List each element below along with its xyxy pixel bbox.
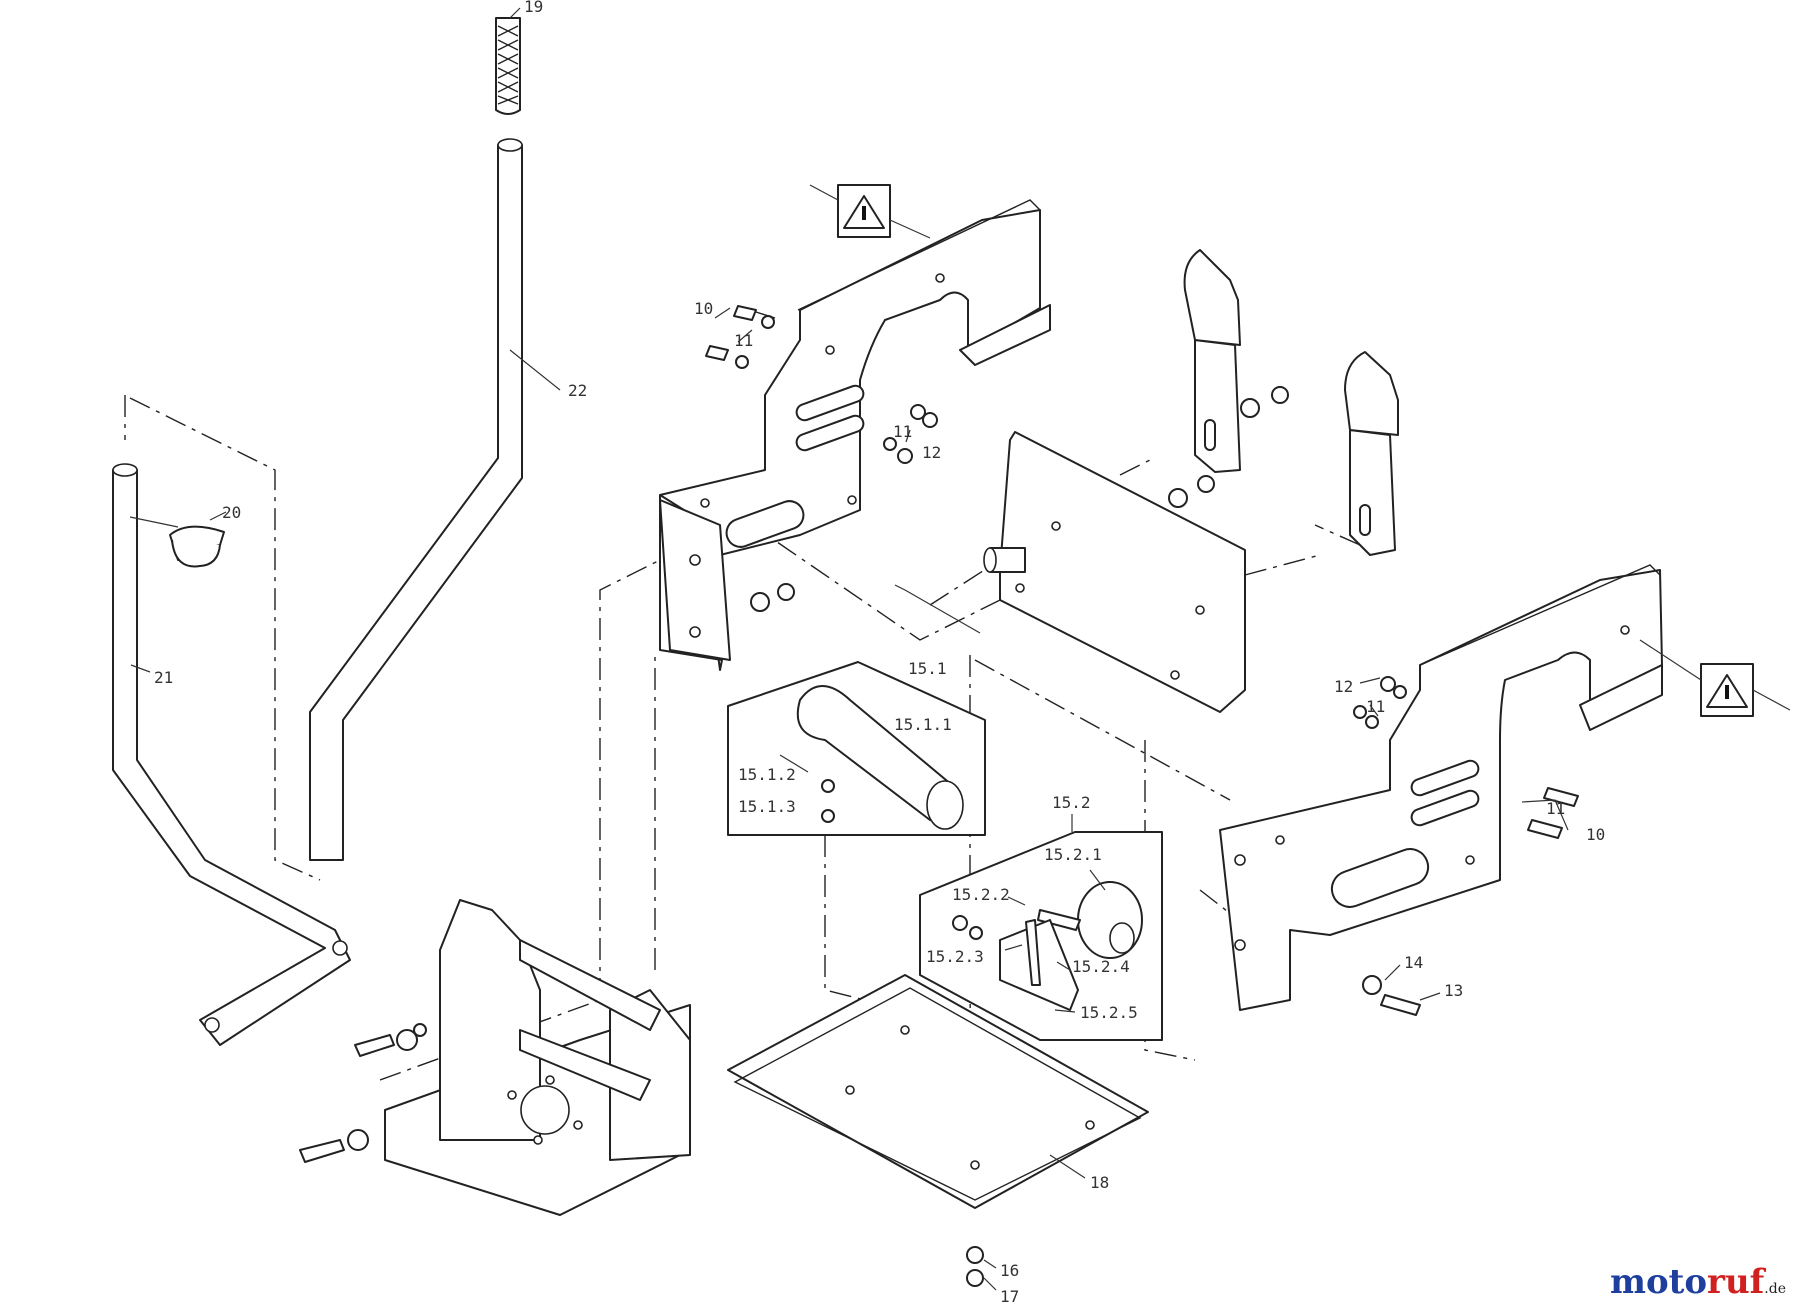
watermark-part-1: moto (1609, 1262, 1708, 1302)
callout-15-1-2: 15.1.2 (738, 765, 796, 784)
right-side-plate (1219, 564, 1663, 1011)
callout-15-2: 15.2 (1052, 793, 1091, 812)
fasteners-right (1353, 676, 1579, 1016)
callout-19: 19 (524, 0, 543, 16)
callout-labels: 10 11 11 12 19 22 20 21 15.1 15.1.1 15.1… (154, 0, 1605, 1306)
warning-triangle-icon (1639, 639, 1791, 717)
leader-lines (509, 7, 1569, 1291)
callout-22: 22 (568, 381, 587, 400)
warning-triangle-icon (809, 184, 931, 239)
callout-15-2-1: 15.2.1 (1044, 845, 1102, 864)
callout-15-1: 15.1 (908, 659, 947, 678)
callout-18: 18 (1090, 1173, 1109, 1192)
callout-16: 16 (1000, 1261, 1019, 1280)
callout-15-1-3: 15.1.3 (738, 797, 796, 816)
callout-11: 11 (734, 331, 753, 350)
callout-11: 11 (893, 422, 912, 441)
watermark-part-3: .de (1764, 1281, 1786, 1297)
callout-11: 11 (1546, 799, 1565, 818)
upright-bracket-right (1344, 351, 1399, 556)
rod-21 (112, 463, 351, 1046)
callout-12: 12 (922, 443, 941, 462)
callout-10: 10 (1586, 825, 1605, 844)
watermark-logo: motoruf.de (1610, 1262, 1786, 1302)
callout-15-2-4: 15.2.4 (1072, 957, 1130, 976)
callout-15-2-2: 15.2.2 (952, 885, 1010, 904)
callout-10: 10 (694, 299, 713, 318)
callout-14: 14 (1404, 953, 1423, 972)
callout-15-2-3: 15.2.3 (926, 947, 984, 966)
clip-20 (129, 511, 227, 568)
callout-15-1-1: 15.1.1 (894, 715, 952, 734)
callout-12: 12 (1334, 677, 1353, 696)
callout-15-2-5: 15.2.5 (1080, 1003, 1138, 1022)
lever-22 (309, 138, 561, 861)
box-15-1 (727, 661, 986, 836)
watermark-part-2: ruf (1707, 1262, 1765, 1302)
seat-box (384, 899, 691, 1216)
callout-17: 17 (1000, 1287, 1019, 1306)
box-15-2 (919, 831, 1163, 1041)
tray-18 (727, 974, 1149, 1287)
fasteners-upper-left (705, 305, 938, 612)
callout-13: 13 (1444, 981, 1463, 1000)
callout-20: 20 (222, 503, 241, 522)
seat-box-bolts (299, 1023, 427, 1163)
center-plate (983, 431, 1246, 713)
callout-21: 21 (154, 668, 173, 687)
upright-bracket-left (1168, 249, 1289, 508)
grip-19 (495, 17, 521, 115)
left-side-plate (659, 199, 1051, 671)
callout-11: 11 (1366, 697, 1385, 716)
